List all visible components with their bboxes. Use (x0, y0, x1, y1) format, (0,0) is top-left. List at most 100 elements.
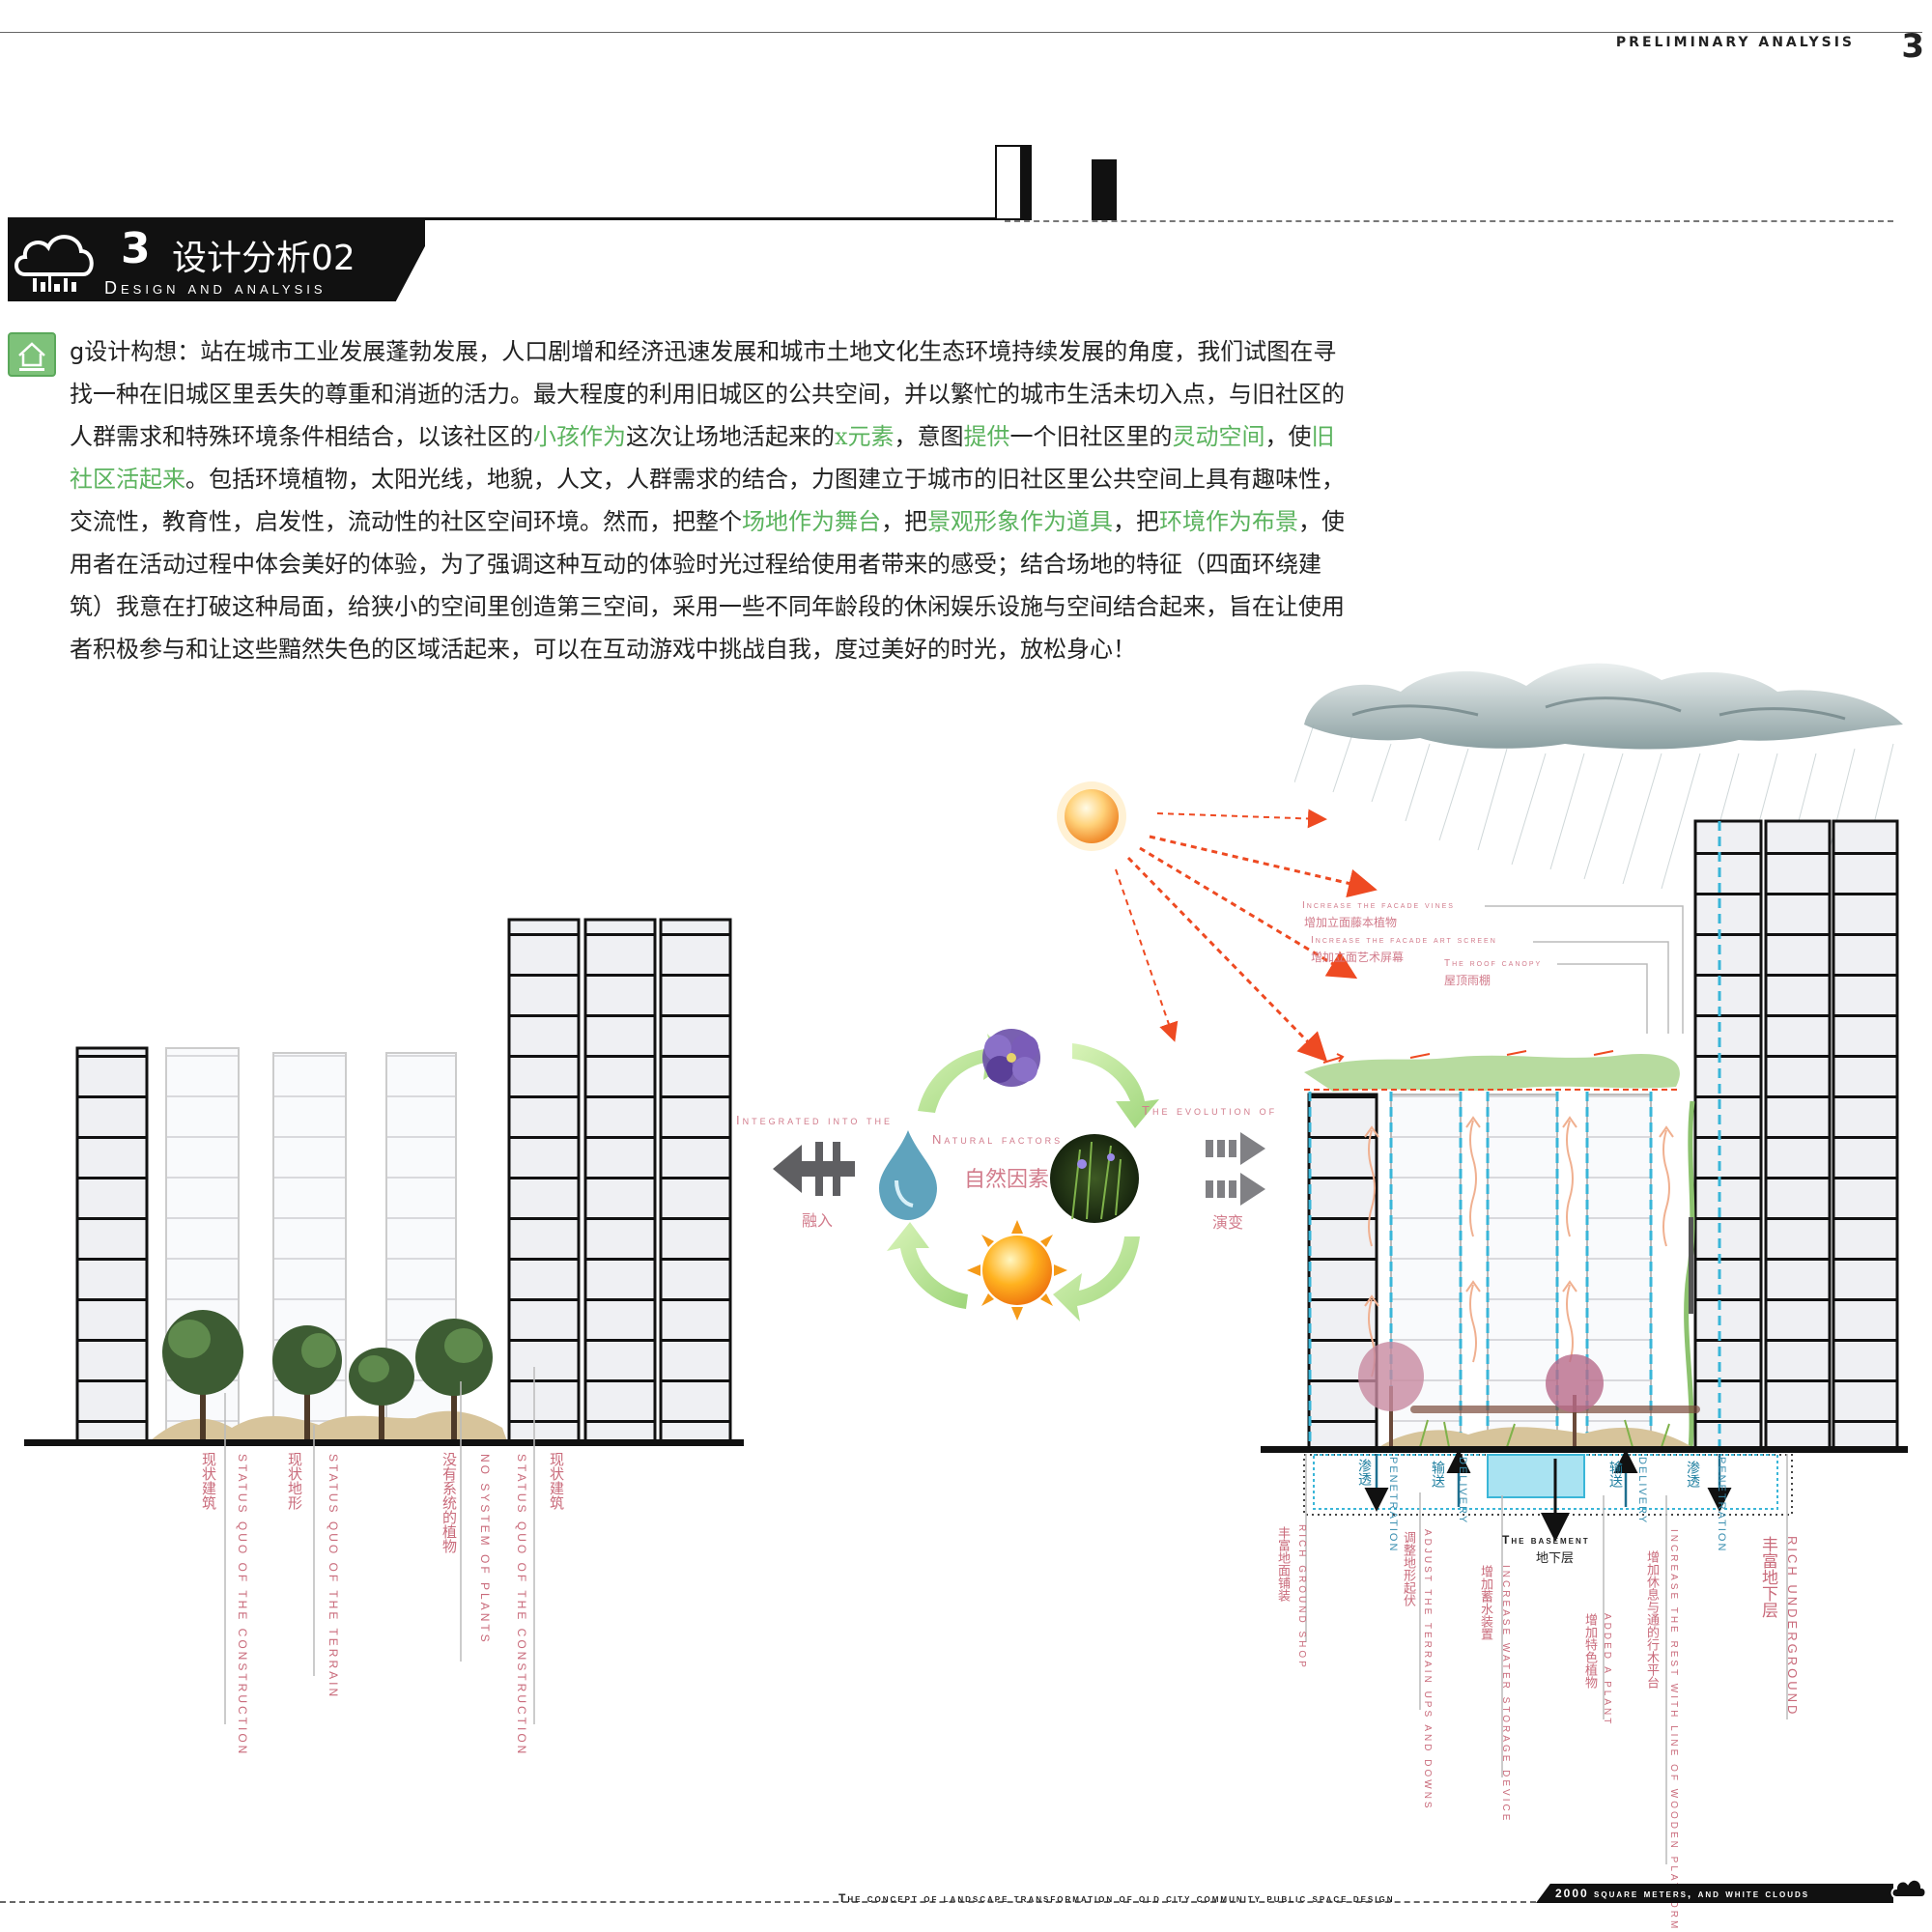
new-terrain (1377, 1427, 1695, 1449)
paragraph-text: ，使 (1264, 423, 1312, 450)
integrate-arrow-icon (773, 1142, 855, 1196)
cloud-logo-icon (14, 235, 94, 292)
natural-factors-label-en: Natural factors (932, 1132, 1064, 1147)
paragraph-text: ，把 (1113, 508, 1159, 535)
paragraph-text: 站在城市工业发展蓬勃发展，人口剧增和经济迅速发展和城市土地文化生态环境持续发展的… (70, 338, 1345, 450)
basement-label-cn: 地下层 (1536, 1551, 1575, 1566)
sun-cycle-icon (967, 1220, 1067, 1321)
left-leader-lines (224, 1367, 535, 1724)
deco-tower-black (1092, 159, 1117, 220)
penetration-label-cn-1: 渗透 (1356, 1459, 1372, 1486)
paragraph-body: 站在城市工业发展蓬勃发展，人口剧增和经济迅速发展和城市土地文化生态环境持续发展的… (70, 338, 1345, 663)
section-subtitle: Design and analysis (104, 278, 327, 298)
title-banner (8, 220, 425, 301)
section-title: 设计分析02 (172, 239, 355, 278)
paragraph-lead: g设计构想： (70, 338, 201, 365)
bottom-label-en-6: RICH UNDERGROUND (1785, 1536, 1800, 1718)
natural-factors-label-cn: 自然因素 (964, 1168, 1050, 1192)
paragraph-highlight: 灵动空间 (1172, 423, 1265, 450)
paragraph-text: ，把 (881, 508, 927, 535)
annotation-leaders (1305, 905, 1788, 1864)
dashed-rule (1005, 220, 1893, 222)
paragraph-highlight: 环境作为布景 (1159, 508, 1298, 535)
left-label-en-2: STATUS QUO OF THE TERRAIN (327, 1454, 340, 1700)
underground-flow-lines (1313, 1454, 1778, 1510)
anno-roof-canopy-cn: 屋顶雨棚 (1444, 974, 1492, 987)
delivery-label-cn-2: 输送 (1607, 1461, 1623, 1488)
delivery-label-en-2: DELIVERY (1636, 1457, 1648, 1525)
anno-art-screen-cn: 增加立面艺术屏幕 (1311, 951, 1405, 964)
wooden-platform (1410, 1406, 1700, 1413)
basement-label-en: The basement (1502, 1533, 1590, 1547)
integrated-label-en: Integrated into the (736, 1113, 894, 1127)
anno-facade-vines-en: Increase the facade vines (1302, 900, 1455, 911)
bottom-label-cn-2: 调整地形起伏 (1401, 1531, 1415, 1606)
design-concept-paragraph: g设计构想：站在城市工业发展蓬勃发展，人口剧增和经济迅速发展和城市土地文化生态环… (70, 330, 1354, 670)
penetration-label-en-2: PENETRATION (1716, 1457, 1727, 1553)
existing-terrain (150, 1410, 507, 1441)
left-label-cn-1: 现状建筑 (200, 1452, 217, 1510)
bottom-label-en-2: ADJUST THE TERRAIN UPS AND DOWNS (1422, 1529, 1433, 1811)
water-drop-icon (879, 1130, 937, 1220)
bottom-label-cn-1: 丰富地面铺装 (1275, 1526, 1290, 1602)
delivery-label-en-1: DELIVERY (1457, 1457, 1468, 1525)
paragraph-text: 这次让场地活起来的 (626, 423, 835, 450)
title-rule (8, 217, 1003, 220)
water-storage-tank (1487, 1454, 1585, 1498)
footer-cloud-icon (1890, 1878, 1927, 1898)
section-number: 3 (121, 224, 151, 273)
bottom-label-cn-6: 丰富地下层 (1758, 1536, 1777, 1618)
paragraph-highlight: 场地作为舞台 (742, 508, 881, 535)
paragraph-highlight: 景观形象作为道具 (927, 508, 1113, 535)
ground-line-right (1261, 1446, 1908, 1453)
paragraph-highlight: x元素 (835, 423, 895, 450)
existing-buildings-left (75, 918, 732, 1443)
left-label-en-4: STATUS QUO OF THE CONSTRUCTION (515, 1454, 528, 1757)
left-label-cn-4: 现状建筑 (548, 1452, 565, 1510)
bottom-label-cn-4: 增加特色植物 (1582, 1613, 1597, 1689)
roof-canopy (1304, 1050, 1681, 1092)
paragraph-text: ，使用者在活动过程中体会美好的体验，为了强调这种互动的体验时光过程给使用者带来的… (70, 508, 1345, 663)
paragraph-text: ，意图 (894, 423, 964, 450)
anno-roof-canopy-en: The roof canopy (1444, 958, 1543, 969)
paragraph-text: 。包括环境植物，太阳光线，地貌，人文，人群需求的结合，力图建立于城市的旧社区里公… (70, 466, 1345, 535)
footer-right-text: 2000 square meters, and white clouds (1555, 1887, 1810, 1900)
facade-art-screen (1689, 1217, 1693, 1314)
bottom-label-cn-3: 增加蓄水装置 (1478, 1565, 1492, 1640)
bottom-label-cn-5: 增加休息与通的行木平台 (1644, 1550, 1659, 1689)
penetration-delivery-arrows (1364, 1449, 1732, 1512)
delivery-label-cn-1: 输送 (1430, 1461, 1445, 1488)
evolution-label-en: The evolution of (1142, 1103, 1278, 1118)
renewed-buildings-right (1307, 819, 1899, 1451)
footer-right-banner (1536, 1884, 1893, 1903)
grass-icon (1050, 1134, 1139, 1223)
rising-air-arrows (1364, 1116, 1674, 1378)
bottom-label-en-4: ADDED A PLANT (1602, 1613, 1612, 1727)
integrated-label-cn: 融入 (802, 1211, 834, 1230)
flower-icon (982, 1029, 1040, 1087)
paragraph-text: 一个旧社区里的 (1009, 423, 1173, 450)
page-number: 3 (1901, 27, 1924, 66)
penetration-label-cn-2: 渗透 (1685, 1461, 1700, 1488)
existing-trees (162, 1310, 493, 1444)
paragraph-highlight: 提供 (963, 423, 1010, 450)
left-label-cn-2: 现状地形 (286, 1452, 303, 1510)
evolution-arrows-icon (1206, 1132, 1265, 1206)
left-label-en-1: STATUS QUO OF THE CONSTRUCTION (236, 1454, 249, 1757)
anno-facade-vines-cn: 增加立面藤本植物 (1304, 916, 1398, 929)
penetration-label-en-1: PENETRATION (1387, 1457, 1399, 1553)
bottom-label-en-5: INCREASE THE REST WITH LINE OF WOODEN PL… (1668, 1529, 1679, 1932)
feature-plants (1358, 1342, 1670, 1451)
anno-art-screen-en: Increase the facade art screen (1311, 935, 1497, 946)
sunlight-arrows (1115, 809, 1378, 1063)
bottom-label-en-3: INCREASE WATER STORAGE DEVICE (1500, 1565, 1511, 1824)
footer-left-text: The concept of landscape transformation … (838, 1891, 1395, 1905)
paragraph-highlight: 旧社区活起来 (70, 423, 1335, 493)
evolution-label-cn: 演变 (1212, 1213, 1244, 1232)
deco-tower-white (995, 145, 1032, 220)
ground-line-left (24, 1439, 744, 1446)
header-rule (0, 32, 1922, 33)
sun-icon (1057, 781, 1126, 851)
footer-dashed-rule (0, 1901, 1536, 1903)
